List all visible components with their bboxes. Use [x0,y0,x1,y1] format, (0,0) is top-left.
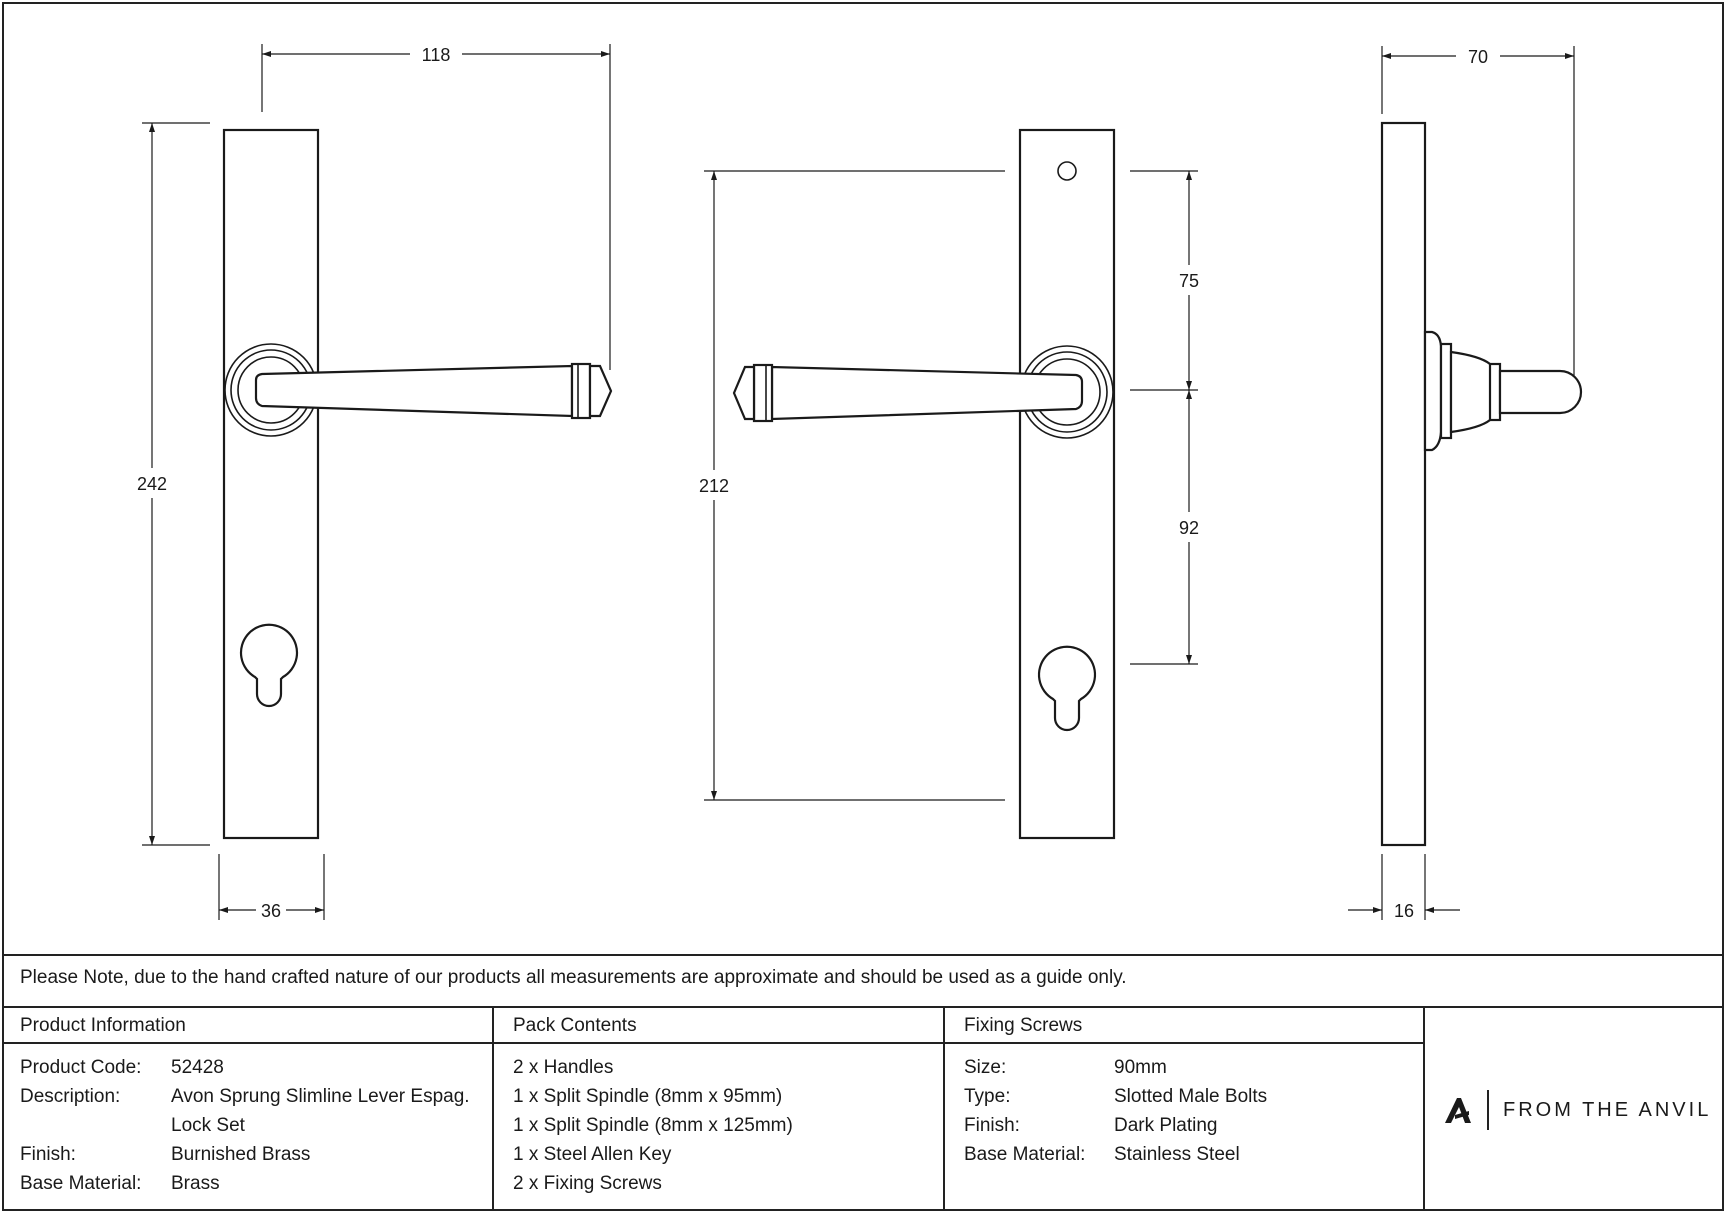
screw-material-value: Stainless Steel [1114,1144,1240,1165]
fixing-screws-heading: Fixing Screws [964,1015,1083,1036]
back-backplate [1018,128,1116,840]
back-lever-tip [732,365,756,421]
divider-headings [2,1042,1425,1044]
base-material-label: Base Material: [20,1173,142,1194]
dim-back-upper: 75 [1179,271,1199,291]
pack-item: 1 x Split Spindle (8mm x 95mm) [513,1086,783,1107]
description-value: Avon Sprung Slimline Lever Espag. [171,1086,470,1107]
screw-size-label: Size: [964,1057,1007,1078]
base-material-value: Brass [171,1173,220,1194]
pack-contents-heading: Pack Contents [513,1015,637,1036]
description-label: Description: [20,1086,121,1107]
dim-side-thickness: 16 [1394,901,1414,921]
anvil-logo-icon [1445,1098,1471,1123]
side-rose [1423,330,1443,452]
side-lever-end [1498,369,1583,415]
back-screw-hole [1057,161,1077,181]
front-lever [254,364,574,418]
front-view [222,128,613,840]
screw-finish-label: Finish: [964,1115,1020,1136]
pack-item: 1 x Steel Allen Key [513,1144,672,1165]
front-lever-collar [570,362,592,420]
finish-label: Finish: [20,1144,76,1165]
divider-top [2,954,1724,956]
measurement-note: Please Note, due to the hand crafted nat… [20,967,1127,988]
column-divider-2 [943,1006,945,1211]
back-view [732,128,1116,840]
side-backplate [1380,121,1427,847]
finish-value: Burnished Brass [171,1144,311,1165]
dim-side-depth: 70 [1468,47,1488,67]
dim-front-height: 242 [137,474,167,494]
screw-finish-value: Dark Plating [1114,1115,1218,1136]
side-dimensions: 70 16 [1348,46,1575,921]
technical-drawing: 118 242 36 212 75 [137,44,1583,921]
pack-item: 2 x Handles [513,1057,614,1078]
column-divider-3 [1423,1006,1425,1211]
brand-name: FROM THE ANVIL [1503,1098,1712,1121]
back-lever [770,365,1084,421]
dim-back-height: 212 [699,476,729,496]
screw-type-label: Type: [964,1086,1011,1107]
dim-front-width-bottom: 36 [261,901,281,921]
product-code-value: 52428 [171,1057,224,1078]
product-information-heading: Product Information [20,1015,186,1036]
back-lever-collar [752,363,774,423]
brand-logo: FROM THE ANVIL [1443,1090,1711,1130]
front-euro-keyhole [239,623,299,708]
front-lever-tip [588,364,613,418]
screw-size-value: 90mm [1114,1057,1167,1078]
front-dimensions: 118 242 36 [137,44,611,921]
screw-material-label: Base Material: [964,1144,1086,1165]
dim-front-width-top: 118 [422,45,451,65]
product-code-label: Product Code: [20,1057,142,1078]
back-dimensions: 212 75 92 [699,170,1199,801]
divider-note [2,1006,1724,1008]
screw-type-value: Slotted Male Bolts [1114,1086,1268,1107]
pack-item: 1 x Split Spindle (8mm x 125mm) [513,1115,793,1136]
back-euro-keyhole [1037,645,1097,732]
pack-item: 2 x Fixing Screws [513,1173,662,1194]
side-view [1380,121,1583,847]
dim-back-lower: 92 [1179,518,1199,538]
description-value-line2: Lock Set [171,1115,245,1136]
column-divider-1 [492,1006,494,1211]
logo-separator [1487,1090,1489,1130]
front-backplate [222,128,320,840]
